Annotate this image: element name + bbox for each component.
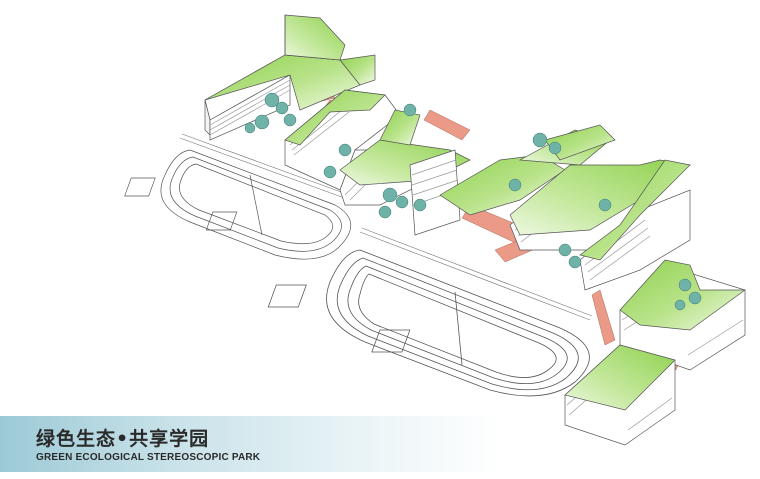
caption-title-english: GREEN ECOLOGICAL STEREOSCOPIC PARK (36, 452, 261, 463)
building-block-f (564, 344, 676, 446)
caption-title-chinese: 绿色生态•共享学园 (36, 428, 210, 450)
track-edge-large (359, 227, 593, 321)
building-block-e (619, 259, 747, 371)
building-block-d (509, 159, 691, 291)
building-block-a (204, 14, 376, 141)
track-edge-small (179, 133, 353, 201)
building-block-b (284, 89, 471, 206)
running-track-large (267, 249, 590, 397)
trees (244, 92, 702, 311)
building-block-c (409, 124, 616, 236)
running-track-small (124, 149, 352, 260)
caption-band (0, 416, 500, 472)
